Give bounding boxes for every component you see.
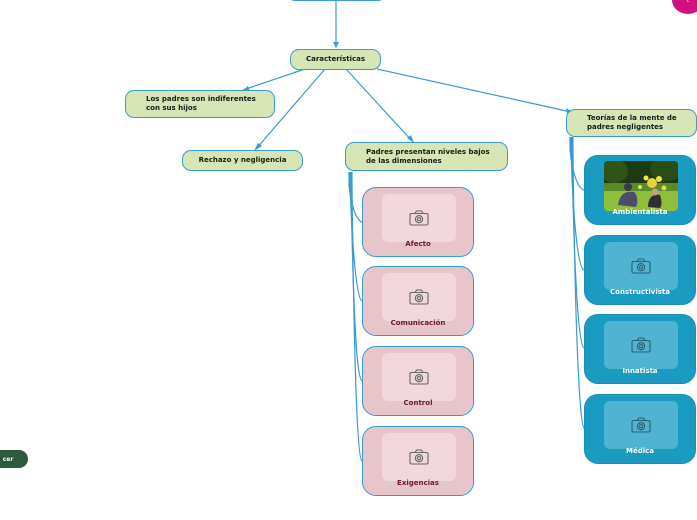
camera-icon [409,289,429,305]
card-comunicacion[interactable]: Comunicación [362,266,474,336]
edge-teo-innatista [571,137,585,349]
edge-root-teorias [376,68,572,113]
card-ambientalista[interactable]: Ambientalista [584,155,696,225]
image-placeholder [382,194,456,242]
camera-icon [631,417,651,433]
card-constructivista[interactable]: Constructivista [584,235,696,305]
card-control[interactable]: Control [362,346,474,416]
image-placeholder [382,273,456,321]
camera-icon [631,337,651,353]
card-exigencias-label: Exigencias [397,479,439,487]
card-afecto[interactable]: Afecto [362,187,474,257]
image-placeholder [382,433,456,481]
card-constructivista-label: Constructivista [610,288,670,296]
node-rechazo[interactable]: Rechazo y negligencia [182,150,303,171]
side-button[interactable]: cer [0,450,28,468]
card-exigencias[interactable]: Exigencias [362,426,474,496]
node-indiferentes-label: Los padres son indiferentes con sus hijo… [146,95,256,112]
camera-icon [409,210,429,226]
node-dimensiones-label: Padres presentan niveles bajos de las di… [366,147,490,165]
edge-dim-control [350,172,363,382]
card-medica[interactable]: Médica [584,394,696,464]
edge-dim-afecto [348,172,363,223]
arrowhead-root [333,42,339,48]
arrowhead-indiferentes [242,86,250,91]
card-comunicacion-label: Comunicación [390,319,446,327]
edge-teo-ambientalista [569,137,585,191]
edge-dim-comunicacion [349,172,363,302]
arrowhead-dimensiones [407,135,414,143]
node-caracteristicas-label: Características [305,55,366,64]
side-button-label: cer [2,455,14,463]
node-teorias[interactable]: Teorías de la mente de padres negligente… [566,109,697,137]
edge-root-indiferentes [242,68,306,91]
camera-icon [409,449,429,465]
node-teorias-label: Teorías de la mente de padres negligente… [587,114,677,131]
edge-teo-medica [572,137,585,429]
arrowhead-rechazo [254,143,262,151]
image-placeholder [382,353,456,401]
camera-icon [409,369,429,385]
node-caracteristicas[interactable]: Características [290,49,381,70]
corner-badge[interactable]: c [672,0,697,14]
card-innatista[interactable]: Innatista [584,314,696,384]
edge-dim-exigencias [351,172,363,462]
edge-root-dimensiones [345,68,413,142]
card-innatista-label: Innatista [622,367,658,375]
card-medica-label: Médica [626,447,654,455]
card-ambientalista-label: Ambientalista [612,208,668,216]
camera-icon [631,258,651,274]
image-placeholder [604,321,678,369]
card-control-label: Control [403,399,433,407]
ambientalista-photo [604,161,678,211]
edge-root-rechazo [255,68,326,150]
image-placeholder [604,401,678,449]
top-node[interactable] [289,0,384,1]
node-rechazo-label: Rechazo y negligencia [198,156,287,165]
image-placeholder [604,242,678,290]
node-indiferentes[interactable]: Los padres son indiferentes con sus hijo… [125,90,275,118]
edge-teo-constructivista [570,137,585,271]
node-dimensiones[interactable]: Padres presentan niveles bajos de las di… [345,142,508,171]
card-afecto-label: Afecto [405,240,431,248]
